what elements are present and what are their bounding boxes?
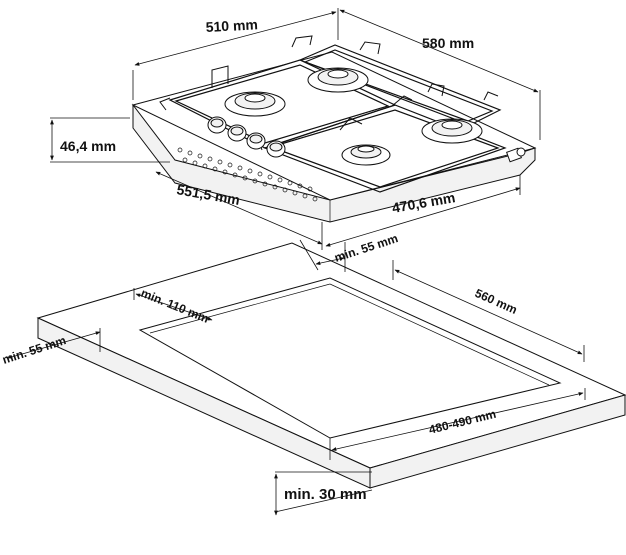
- hob-width-label: 510 mm: [205, 16, 258, 35]
- cutout-side-margin-label: min. 55 mm: [1, 333, 68, 367]
- hob-depth-label: 580 mm: [422, 35, 474, 51]
- control-knob-icon: [227, 124, 247, 142]
- worktop-thickness-label: min. 30 mm: [284, 486, 367, 503]
- burner-icon: [224, 91, 286, 117]
- gas-connector: [506, 147, 526, 163]
- control-knob-icon: [207, 116, 227, 134]
- cutout-front-margin-label: min. 55 mm: [333, 231, 400, 265]
- worktop: [36, 242, 626, 489]
- cutout-depth-label: 560 mm: [473, 286, 520, 317]
- hob-dimensions: 510 mm 580 mm 46,4 mm 551,5 mm 470,6 mm: [50, 8, 541, 250]
- burner-icon: [307, 67, 369, 93]
- burner-icon: [421, 118, 483, 144]
- control-knob-icon: [246, 132, 266, 150]
- control-knob-icon: [266, 140, 286, 158]
- burner-icon: [341, 144, 391, 166]
- hob-height-label: 46,4 mm: [60, 138, 116, 154]
